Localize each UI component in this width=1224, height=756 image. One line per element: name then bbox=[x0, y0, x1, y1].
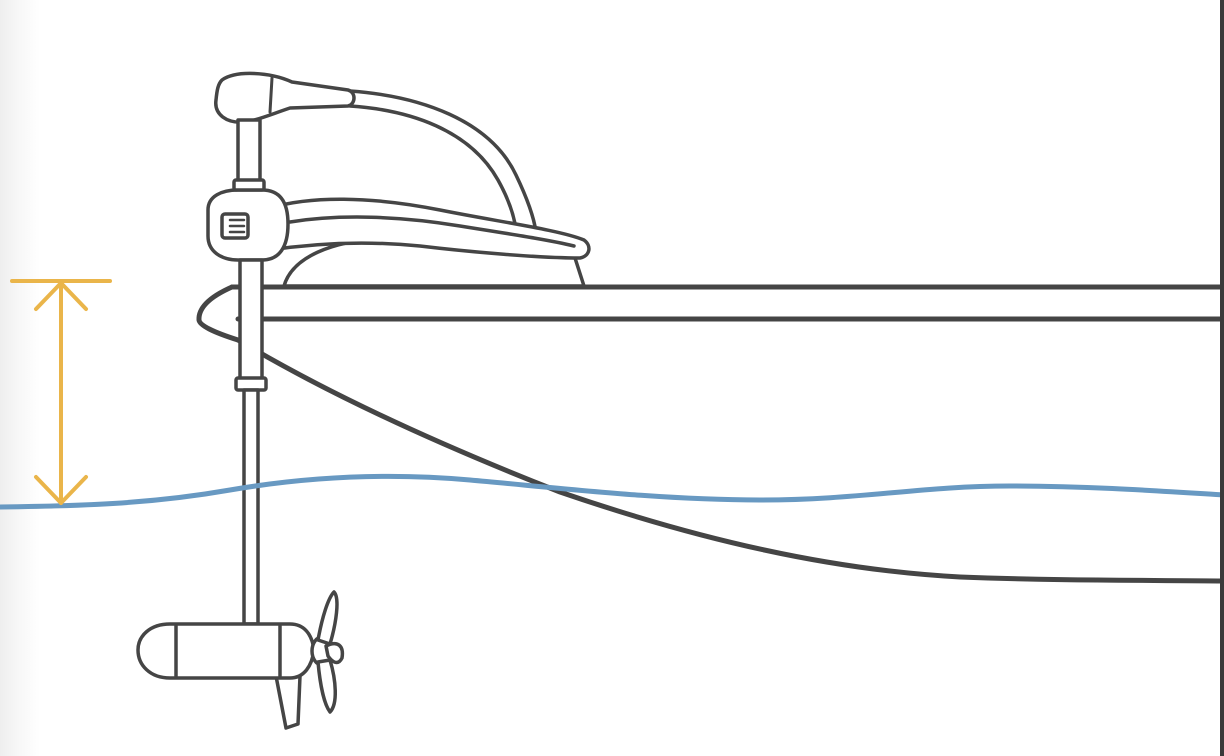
mount-arm bbox=[268, 197, 591, 260]
hull-bottom-curve bbox=[235, 337, 1224, 584]
mount-arc-outer bbox=[348, 89, 538, 234]
motor-body bbox=[136, 622, 316, 680]
control-panel-lines bbox=[228, 218, 246, 234]
shaft-collar bbox=[234, 376, 268, 392]
shaft-bracket-section bbox=[238, 258, 264, 382]
upper-shaft bbox=[236, 118, 262, 184]
motor-mount bbox=[206, 71, 591, 288]
frame-right-border bbox=[1220, 0, 1224, 756]
upper-collar bbox=[232, 178, 266, 192]
lower-unit bbox=[136, 590, 345, 730]
propeller-blade-top bbox=[316, 590, 339, 646]
motor-shaft bbox=[232, 118, 268, 626]
lower-shaft bbox=[242, 388, 260, 626]
double-arrow-icon bbox=[10, 279, 112, 505]
propeller-blade-bottom bbox=[316, 658, 337, 714]
steering-head-band bbox=[268, 76, 274, 114]
skeg-fin bbox=[274, 674, 302, 730]
boat-hull bbox=[196, 284, 1224, 584]
measurement-arrow-down bbox=[34, 475, 88, 505]
mount-arm-groove bbox=[288, 215, 576, 248]
propeller-blade-side bbox=[324, 641, 345, 665]
steering-head bbox=[214, 71, 356, 124]
bow-tip bbox=[196, 284, 241, 343]
mount-arc-inner bbox=[348, 104, 518, 232]
water-line bbox=[0, 473, 1224, 510]
measurement-arrow-up bbox=[34, 281, 88, 311]
